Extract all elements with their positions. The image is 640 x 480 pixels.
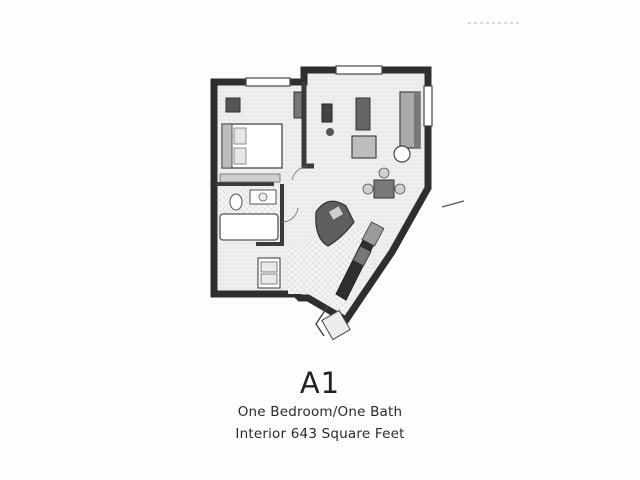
living-side-window — [423, 85, 433, 127]
range — [352, 245, 372, 267]
bath-side-wall — [256, 184, 284, 246]
nightstand — [225, 97, 241, 113]
scan-artifact — [468, 22, 520, 24]
armchair — [351, 135, 377, 159]
bathtub — [219, 213, 279, 241]
plan-type: One Bedroom/One Bath — [237, 404, 403, 420]
kitchen-peninsula — [315, 200, 355, 247]
dining-table — [373, 179, 395, 199]
plan-area: Interior 643 Square Feet — [235, 426, 405, 442]
dining-chair-1 — [362, 183, 374, 195]
side-table — [393, 145, 411, 163]
dining-chair-2 — [394, 183, 406, 195]
plan-name: A1 — [299, 366, 341, 400]
pencil-mark — [441, 200, 465, 208]
washer — [260, 261, 278, 273]
kitchen-sink — [327, 205, 345, 221]
entry-steps — [321, 309, 351, 341]
refrigerator — [361, 221, 385, 247]
floor-plan-drawing — [210, 65, 433, 341]
tv-stand — [321, 103, 333, 123]
closet — [219, 173, 281, 183]
bedroom-window — [245, 77, 291, 87]
plant — [326, 128, 334, 136]
pillow-2 — [233, 147, 247, 165]
sofa-back — [414, 92, 420, 148]
dining-chair-3 — [378, 167, 390, 179]
coffee-table — [355, 97, 371, 131]
bath-door — [281, 207, 299, 223]
entry-door — [315, 305, 329, 337]
dryer — [260, 273, 278, 285]
partition-wall — [301, 82, 314, 169]
toilet — [229, 193, 243, 211]
dresser — [293, 91, 303, 119]
pillow-1 — [233, 127, 247, 145]
living-window — [335, 65, 383, 75]
vanity-sink — [258, 192, 268, 202]
bed-headboard — [221, 123, 233, 169]
bedroom-door — [291, 165, 309, 181]
